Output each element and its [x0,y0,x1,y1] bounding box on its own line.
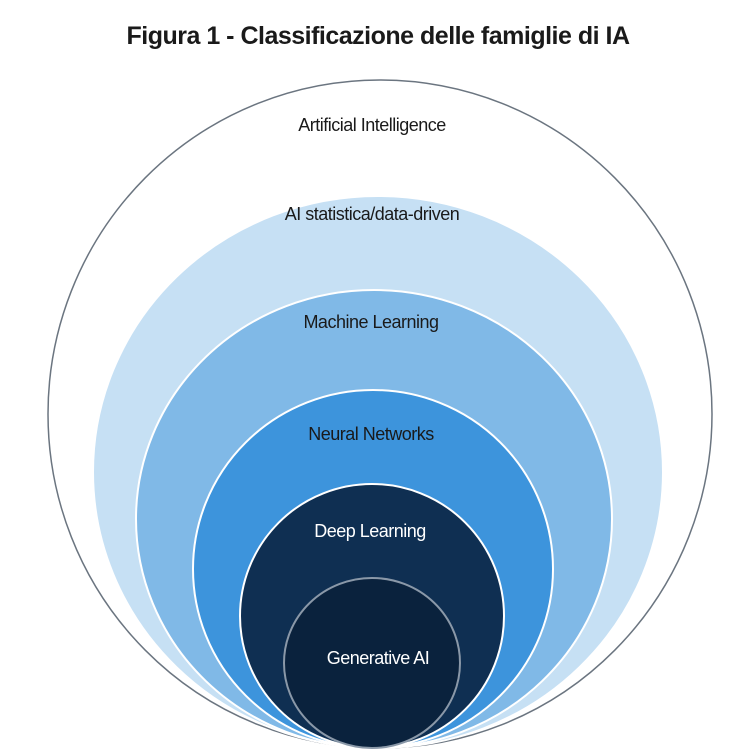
label-generative-ai: Generative AI [327,648,430,668]
label-deep-learning: Deep Learning [314,521,426,541]
circle-generative-ai [283,577,461,749]
layer-generative-ai: Generative AI [283,577,461,749]
label-ai-statistica: AI statistica/data-driven [285,204,460,224]
figure-title: Figura 1 - Classificazione delle famigli… [126,22,630,50]
label-neural-networks: Neural Networks [308,424,434,444]
label-machine-learning: Machine Learning [303,312,438,332]
label-artificial-intelligence: Artificial Intelligence [298,115,446,135]
